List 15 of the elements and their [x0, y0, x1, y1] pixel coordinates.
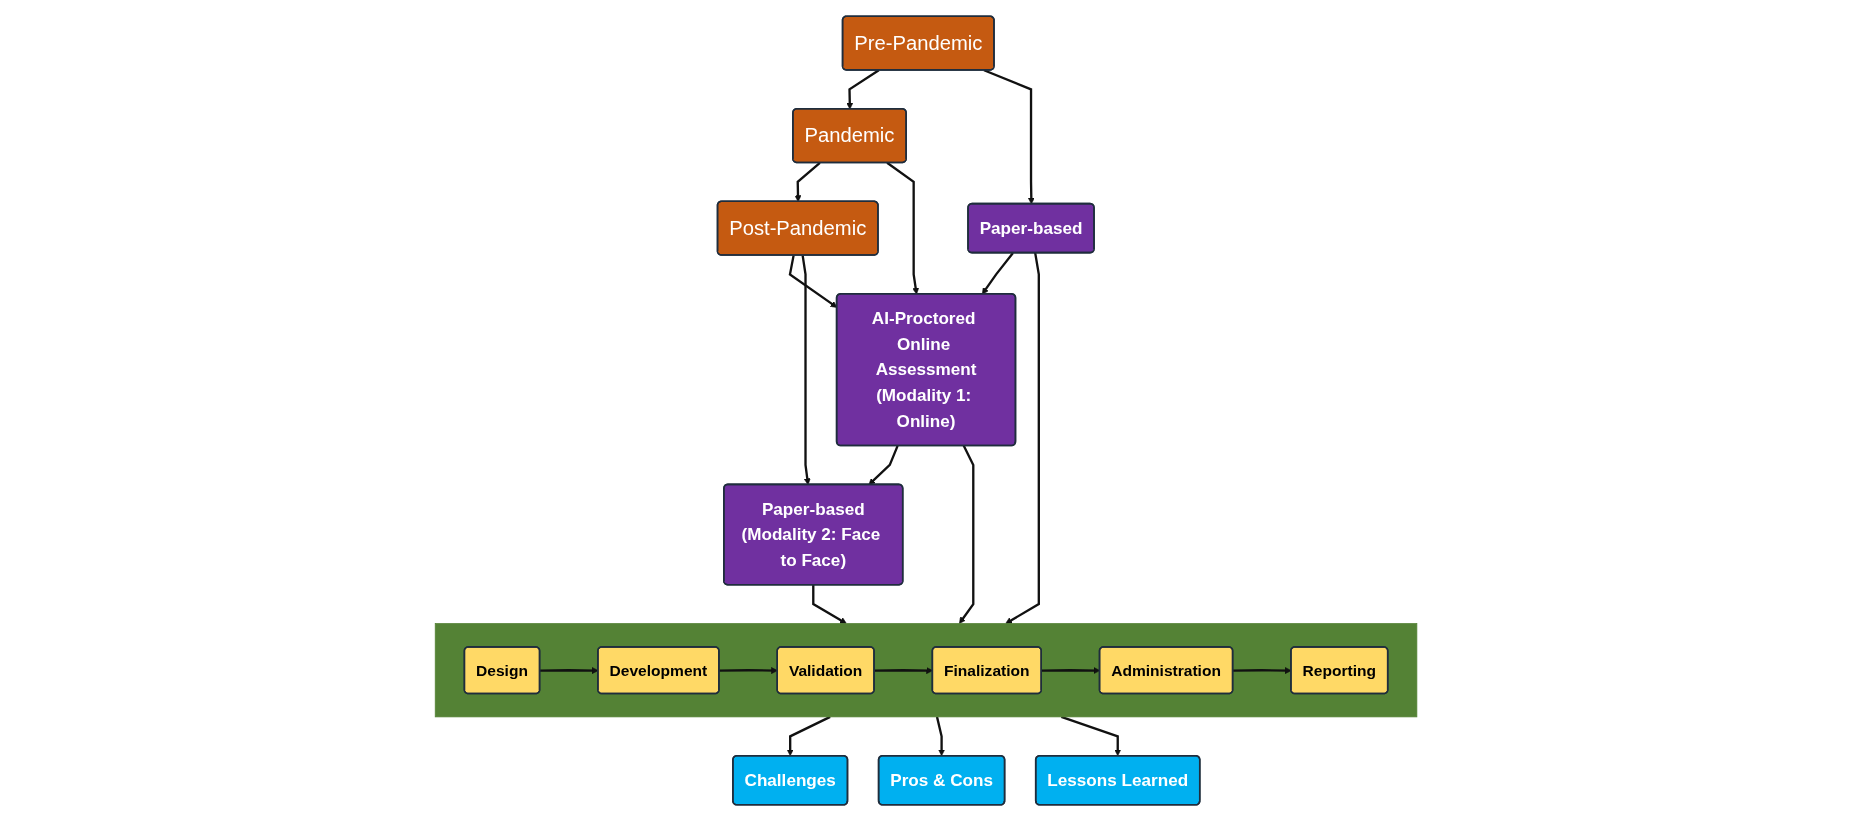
arrow: [984, 69, 1036, 205]
arrow: [789, 255, 838, 308]
arrow: [959, 444, 975, 624]
arrow: [1005, 252, 1041, 624]
arrow: [982, 252, 1015, 295]
arrow: [812, 584, 848, 624]
arrow: [936, 716, 946, 757]
arrow: [846, 69, 880, 110]
arrow: [1061, 715, 1122, 757]
arrow: [886, 161, 920, 295]
arrow: [868, 445, 900, 486]
arrow: [801, 255, 812, 486]
arrow: [795, 161, 822, 202]
cluster: [435, 623, 1418, 718]
arrow: [787, 715, 832, 757]
